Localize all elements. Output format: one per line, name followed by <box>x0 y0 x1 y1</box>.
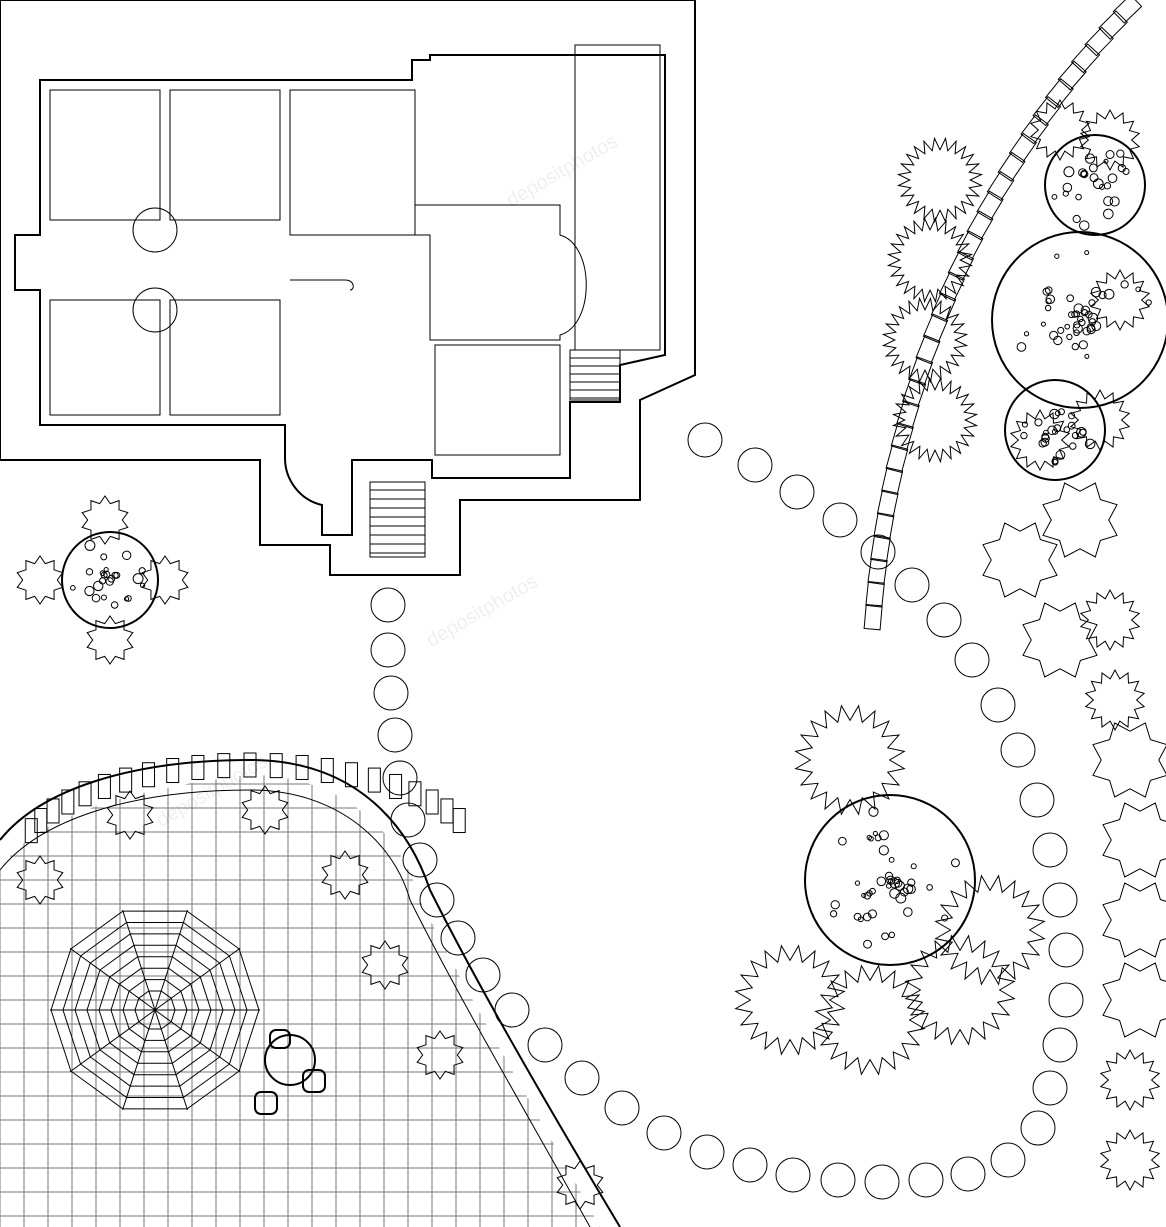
stepping-stone <box>690 1135 724 1169</box>
shrub <box>17 556 63 604</box>
stepping-stone <box>403 843 437 877</box>
stepping-stone <box>441 921 475 955</box>
shrub <box>883 298 966 381</box>
stepping-stone <box>374 676 408 710</box>
stepping-stone <box>391 803 425 837</box>
shrub <box>1043 483 1117 557</box>
shrub <box>142 556 188 604</box>
shrub <box>1093 723 1166 797</box>
shrub <box>936 876 1045 985</box>
stepping-stone <box>495 993 529 1027</box>
stepping-stone <box>955 643 989 677</box>
shrub <box>362 941 408 989</box>
stepping-stone <box>991 1143 1025 1177</box>
stepping-stone <box>565 1061 599 1095</box>
stepping-stone <box>776 1158 810 1192</box>
shrub <box>87 616 133 664</box>
shrub <box>242 786 288 834</box>
shrub <box>1101 1050 1159 1110</box>
shrub <box>906 936 1015 1045</box>
patio <box>0 760 620 1227</box>
shrub <box>1103 803 1166 877</box>
stepping-stone <box>895 568 929 602</box>
shrub <box>1103 963 1166 1037</box>
stepping-stone <box>688 423 722 457</box>
trees <box>17 0 1166 1209</box>
stepping-stone <box>1049 983 1083 1017</box>
house-outline <box>0 0 695 575</box>
stepping-stone <box>528 1028 562 1062</box>
stepping-stone <box>733 1148 767 1182</box>
shrub <box>1023 603 1097 677</box>
shrub <box>1086 670 1144 730</box>
tree-canopy <box>992 232 1166 408</box>
shrub <box>983 523 1057 597</box>
tree-canopy <box>62 532 158 628</box>
stepping-stone <box>605 1091 639 1125</box>
stepping-stone <box>951 1157 985 1191</box>
stepping-stone <box>1001 733 1035 767</box>
shrub <box>816 966 925 1075</box>
shrub <box>1091 270 1149 330</box>
stepping-stone <box>909 1163 943 1197</box>
stepping-stone <box>420 883 454 917</box>
stepping-stone <box>780 475 814 509</box>
shrub <box>322 851 368 899</box>
stepping-stone <box>1043 1028 1077 1062</box>
stepping-stone <box>738 448 772 482</box>
stepping-stone <box>1020 783 1054 817</box>
umbrella <box>50 910 260 1110</box>
stepping-stone <box>466 958 500 992</box>
shrub <box>1031 100 1089 160</box>
stepping-stone <box>378 718 412 752</box>
stepping-stone <box>383 761 417 795</box>
shrub <box>796 706 905 815</box>
stepping-stone <box>821 1163 855 1197</box>
stepping-stone <box>1021 1111 1055 1145</box>
stepping-stones <box>371 423 1083 1199</box>
stepping-stone <box>927 603 961 637</box>
stepping-stone <box>371 633 405 667</box>
stepping-stone <box>823 503 857 537</box>
stepping-stone <box>1049 933 1083 967</box>
shrub <box>1101 1130 1159 1190</box>
stairs <box>370 350 620 557</box>
stepping-stone <box>1043 883 1077 917</box>
stepping-stone <box>371 588 405 622</box>
shrub <box>1103 883 1166 957</box>
stepping-stone <box>981 688 1015 722</box>
stepping-stone <box>1033 833 1067 867</box>
shrub <box>1081 110 1139 170</box>
stepping-stone <box>647 1116 681 1150</box>
tree-canopy <box>805 795 975 965</box>
stepping-stone <box>1033 1071 1067 1105</box>
stepping-stone <box>865 1165 899 1199</box>
shrub <box>898 138 981 221</box>
tree-canopy <box>1045 135 1145 235</box>
shrub <box>736 946 845 1055</box>
